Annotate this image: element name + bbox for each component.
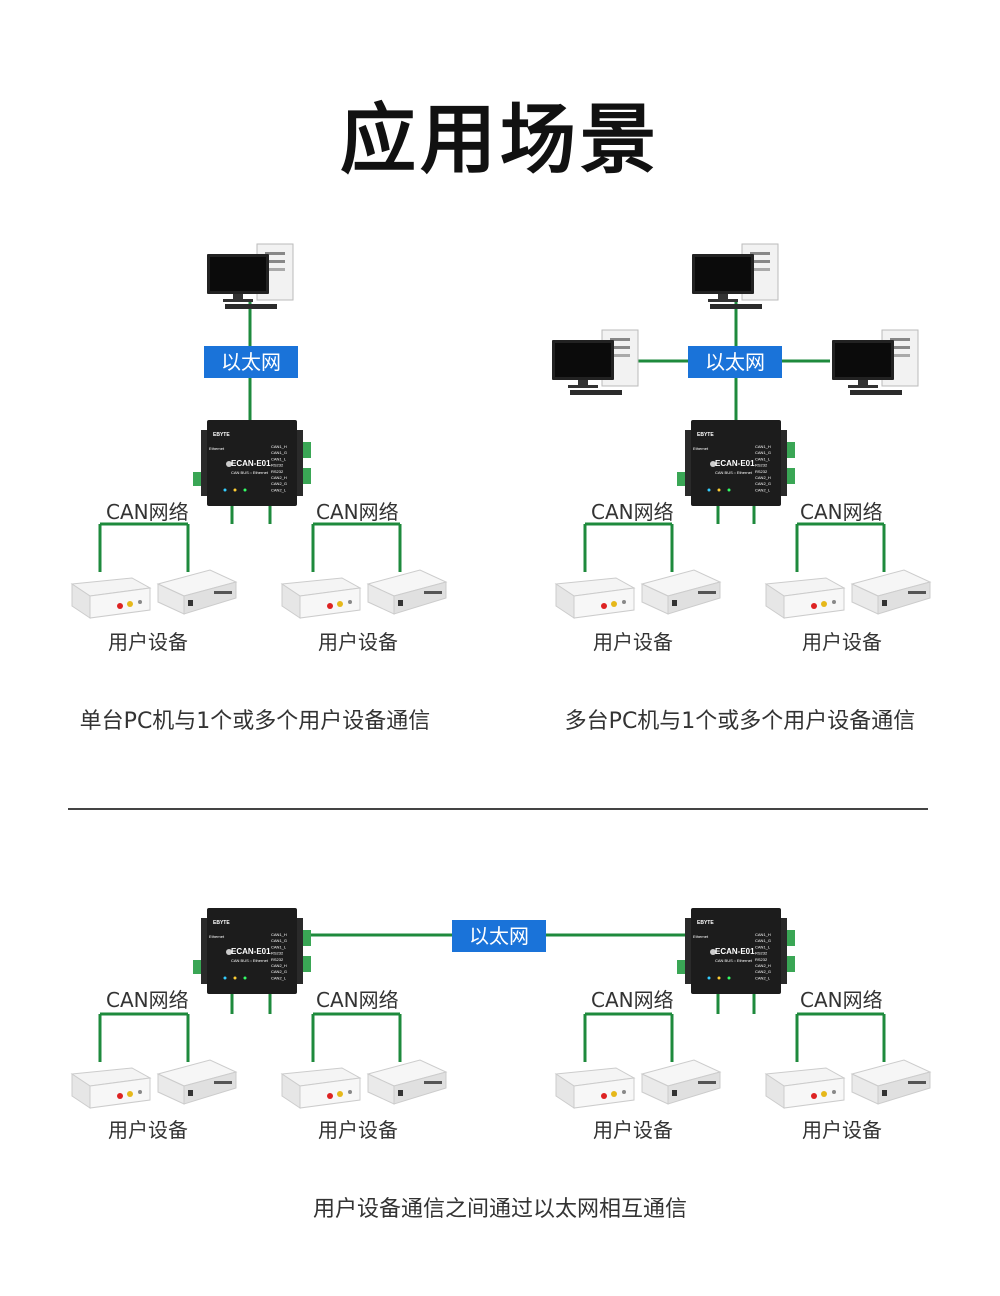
gateway-model-text: ECAN-E01: [715, 459, 755, 468]
user-device: [765, 1067, 845, 1109]
can-label: CAN网络: [800, 500, 883, 524]
user-device: [555, 577, 635, 619]
device-label: 用户设备: [802, 1118, 882, 1142]
gateway-port-text: CAN1_L: [271, 456, 287, 461]
gateway-port-text: CAN2_L: [271, 975, 287, 980]
device-label: 用户设备: [318, 1118, 398, 1142]
gateway-port-text: CAN1_G: [755, 938, 771, 943]
gateway-sub-text: CAN BUS⇔Ethernet: [231, 470, 269, 475]
gateway-port-text: RS232: [755, 463, 768, 468]
gateway-port-text: CAN1_G: [271, 450, 287, 455]
device-label: 用户设备: [318, 630, 398, 654]
gateway-port-text: CAN1_H: [755, 444, 771, 449]
gateway-port-text: CAN1_L: [755, 944, 771, 949]
user-device: [641, 569, 721, 615]
pc-computer: [206, 243, 294, 310]
gateway-port-text: RS232: [271, 957, 284, 962]
gateway-port-text: CAN2_L: [755, 975, 771, 980]
device-label: 用户设备: [108, 1118, 188, 1142]
user-device: [367, 569, 447, 615]
user-device: [641, 1059, 721, 1105]
gateway-brand-text: EBYTE: [213, 432, 230, 438]
gateway-port-text: CAN2_G: [271, 481, 287, 486]
gateway-port-text: RS232: [271, 463, 284, 468]
gateway-port-text: RS232: [755, 951, 768, 956]
can-label: CAN网络: [591, 988, 674, 1012]
gateway-port-text: CAN1_H: [755, 932, 771, 937]
gateway-port-text: Ethernet: [209, 446, 225, 451]
pc-computer: [831, 329, 919, 396]
gateway-port-text: Ethernet: [209, 934, 225, 939]
gateway-port-text: CAN2_H: [755, 963, 771, 968]
gateway-port-text: RS232: [271, 951, 284, 956]
user-device: [157, 569, 237, 615]
device-label: 用户设备: [108, 630, 188, 654]
gateway-brand-text: EBYTE: [697, 920, 714, 926]
gateway-port-text: CAN2_L: [271, 487, 287, 492]
section-divider: [68, 808, 928, 810]
scenario-caption: 多台PC机与1个或多个用户设备通信: [564, 709, 916, 734]
gateway-port-text: RS232: [755, 957, 768, 962]
can-label: CAN网络: [316, 988, 399, 1012]
user-device: [281, 577, 361, 619]
ethernet-box-1: 以太网: [204, 346, 298, 378]
user-device: [555, 1067, 635, 1109]
gateway-port-text: CAN2_H: [271, 475, 287, 480]
gateway-port-text: CAN1_L: [271, 944, 287, 949]
gateway-brand-text: EBYTE: [697, 432, 714, 438]
gateway-port-text: CAN1_G: [271, 938, 287, 943]
page-title: 应用场景: [340, 95, 660, 184]
gateway-port-text: RS232: [271, 469, 284, 474]
gateway-port-text: CAN2_G: [271, 969, 287, 974]
user-device: [71, 577, 151, 619]
device-label: 用户设备: [593, 630, 673, 654]
pc-computer: [551, 329, 639, 396]
user-device: [851, 1059, 931, 1105]
gateway-port-text: Ethernet: [693, 446, 709, 451]
gateway-port-text: CAN2_H: [271, 963, 287, 968]
gateway-port-text: CAN2_L: [755, 487, 771, 492]
gateway-model-text: ECAN-E01: [231, 947, 271, 956]
gateway-port-text: CAN2_G: [755, 969, 771, 974]
gateway-brand-text: EBYTE: [213, 920, 230, 926]
can-label: CAN网络: [106, 988, 189, 1012]
gateway-port-text: RS232: [755, 469, 768, 474]
gateway-port-text: CAN2_G: [755, 481, 771, 486]
user-device: [367, 1059, 447, 1105]
gateway-port-text: CAN1_H: [271, 444, 287, 449]
device-label: 用户设备: [593, 1118, 673, 1142]
scenario-caption: 单台PC机与1个或多个用户设备通信: [79, 709, 431, 734]
gateway-sub-text: CAN BUS⇔Ethernet: [231, 958, 269, 963]
can-label: CAN网络: [591, 500, 674, 524]
gateway-port-text: CAN1_H: [271, 932, 287, 937]
device-label: 用户设备: [802, 630, 882, 654]
gateway-port-text: CAN1_L: [755, 456, 771, 461]
user-device: [71, 1067, 151, 1109]
gateway-port-text: Ethernet: [693, 934, 709, 939]
gateway-sub-text: CAN BUS⇔Ethernet: [715, 470, 753, 475]
user-device: [157, 1059, 237, 1105]
gateway-port-text: CAN2_H: [755, 475, 771, 480]
user-device: [765, 577, 845, 619]
gateway-model-text: ECAN-E01: [231, 459, 271, 468]
gateway-sub-text: CAN BUS⇔Ethernet: [715, 958, 753, 963]
user-device: [851, 569, 931, 615]
gateway-model-text: ECAN-E01: [715, 947, 755, 956]
user-device: [281, 1067, 361, 1109]
can-label: CAN网络: [106, 500, 189, 524]
can-label: CAN网络: [316, 500, 399, 524]
can-label: CAN网络: [800, 988, 883, 1012]
scenario-caption: 用户设备通信之间通过以太网相互通信: [312, 1197, 687, 1222]
pc-computer: [691, 243, 779, 310]
ethernet-box-2: 以太网: [688, 346, 782, 378]
gateway-port-text: CAN1_G: [755, 450, 771, 455]
ethernet-box-3: 以太网: [452, 920, 546, 952]
